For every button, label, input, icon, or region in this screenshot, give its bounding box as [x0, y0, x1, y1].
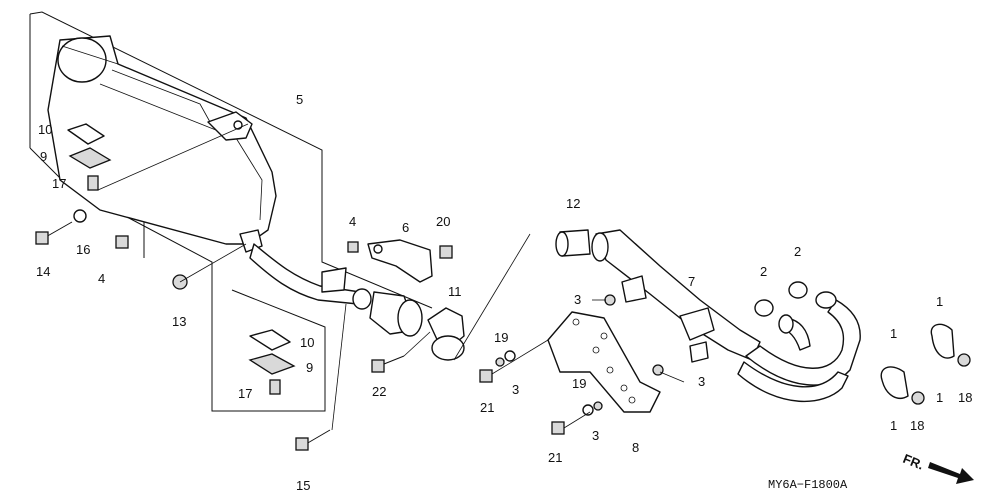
clamp-band — [367, 239, 433, 283]
arrow-icon — [928, 462, 974, 484]
callout-17-lower: 17 — [238, 386, 252, 401]
hardware-left — [35, 123, 405, 451]
exhaust-pipe-assembly — [479, 229, 971, 435]
callout-1-bottom: 1 — [890, 418, 897, 433]
callout-9-lower: 9 — [306, 360, 313, 375]
callout-4-left: 4 — [98, 271, 105, 286]
callout-19-lower: 19 — [572, 376, 586, 391]
muffler — [47, 35, 423, 337]
callout-22: 22 — [372, 384, 386, 399]
diagram-code: MY6A−F1800A — [768, 478, 848, 492]
front-direction-arrow: FR. — [901, 451, 974, 484]
callout-20: 20 — [436, 214, 450, 229]
callout-6: 6 — [402, 220, 409, 235]
exhaust-clamp — [427, 307, 465, 361]
callout-19-upper: 19 — [494, 330, 508, 345]
callout-18-right: 18 — [958, 390, 972, 405]
callout-1-top: 1 — [936, 294, 943, 309]
callout-13: 13 — [172, 314, 186, 329]
callout-1-right: 1 — [936, 390, 943, 405]
callout-18-bottom: 18 — [910, 418, 924, 433]
callout-3-lower: 3 — [592, 428, 599, 443]
callout-3-upper: 3 — [574, 292, 581, 307]
callout-17-upper: 17 — [52, 176, 66, 191]
callout-21-upper: 21 — [480, 400, 494, 415]
leader-lines-left — [97, 123, 531, 431]
callout-3-mid: 3 — [512, 382, 519, 397]
callout-16: 16 — [76, 242, 90, 257]
callout-11: 11 — [448, 284, 462, 299]
callout-labels: 5 10 9 17 14 16 4 13 4 6 20 11 10 9 17 2… — [36, 92, 972, 493]
callout-21-lower: 21 — [548, 450, 562, 465]
callout-3-right: 3 — [698, 374, 705, 389]
callout-7: 7 — [688, 274, 695, 289]
callout-1-mid: 1 — [890, 326, 897, 341]
callout-14: 14 — [36, 264, 50, 279]
callout-9-upper: 9 — [40, 149, 47, 164]
callout-4-mid: 4 — [349, 214, 356, 229]
callout-15: 15 — [296, 478, 310, 493]
direction-label: FR. — [901, 451, 926, 473]
callout-5: 5 — [296, 92, 303, 107]
callout-2-left: 2 — [760, 264, 767, 279]
callout-10-lower: 10 — [300, 335, 314, 350]
leader-lines-right — [491, 299, 685, 429]
bolt-20 — [439, 245, 453, 259]
callout-12: 12 — [566, 196, 580, 211]
callout-8: 8 — [632, 440, 639, 455]
callout-2-right: 2 — [794, 244, 801, 259]
callout-10-upper: 10 — [38, 122, 52, 137]
